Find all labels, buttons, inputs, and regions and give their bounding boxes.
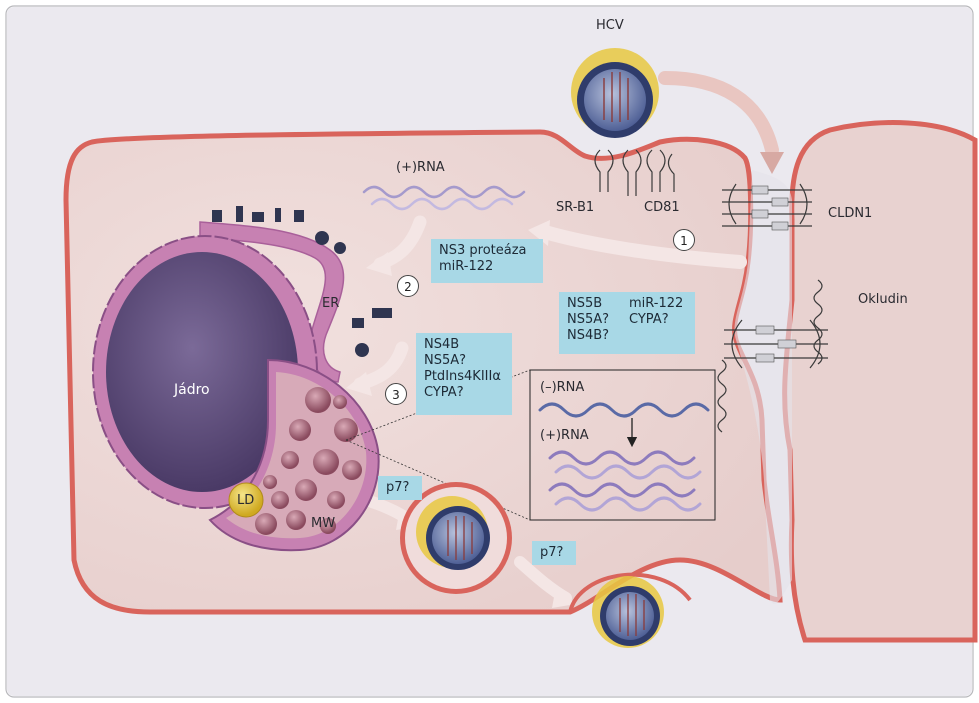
- info-box-p7-b: p7?: [532, 541, 576, 565]
- label-ld: LD: [237, 493, 255, 508]
- step-1-marker: 1: [673, 229, 695, 251]
- ns5b-line-1: NS5B: [567, 296, 603, 311]
- arrow-step-2-head: [366, 252, 392, 276]
- mir122-line-2: CYPA?: [629, 312, 669, 327]
- arrow-exit-2-head: [552, 586, 576, 608]
- incoming-rna-strand: [362, 185, 526, 211]
- virion-released: [568, 572, 692, 648]
- mir122-line-1: miR-122: [629, 296, 684, 311]
- label-hcv: HCV: [596, 18, 624, 33]
- info-box-ns3: NS3 proteáza miR-122: [431, 239, 543, 283]
- neighbour-cell: [782, 120, 978, 643]
- info-box-ns5b: NS5B NS5A? NS4B? miR-122 CYPA?: [559, 292, 695, 354]
- ns4b-line-2: NS5A?: [424, 353, 467, 368]
- label-rna-plus-inset: (+)RNA: [540, 428, 589, 443]
- virion-budding: [400, 482, 512, 594]
- label-cldn1: CLDN1: [828, 206, 873, 221]
- label-okludin: Okludin: [858, 292, 908, 307]
- surface-receptors: [594, 149, 675, 196]
- arrow-step-1-head: [528, 220, 550, 246]
- zoom-line-bottom: [345, 439, 531, 521]
- label-sr-b1: SR-B1: [556, 200, 595, 215]
- ns4b-line-1: NS4B: [424, 337, 460, 352]
- info-box-p7-a: p7?: [378, 476, 422, 500]
- label-cd81: CD81: [644, 200, 680, 215]
- arrow-step-1: [538, 225, 747, 269]
- label-jadro: Jádro: [174, 382, 210, 398]
- step-3-marker: 3: [385, 383, 407, 405]
- double-membrane-vesicles: [255, 387, 362, 535]
- info-box-ns4b: NS4B NS5A? PtdIns4KIIIα CYPA?: [416, 333, 512, 415]
- entry-arrow: [658, 71, 779, 157]
- step-2-marker: 2: [397, 275, 419, 297]
- ns4b-line-3: PtdIns4KIIIα: [424, 369, 501, 384]
- junction-blocks: [751, 185, 797, 363]
- rna-inset-box: [529, 369, 716, 521]
- ns4b-line-4: CYPA?: [424, 385, 464, 400]
- nucleus: [106, 252, 298, 492]
- ns3-line-2: miR-122: [439, 259, 494, 274]
- ns5b-line-3: NS4B?: [567, 328, 610, 343]
- label-er: ER: [322, 296, 340, 311]
- er-proteins: [212, 206, 392, 357]
- tight-junction-proteins: [717, 183, 828, 433]
- ns3-line-1: NS3 proteáza: [439, 243, 527, 258]
- inset-rna-strands: [538, 402, 710, 512]
- label-mw: MW: [311, 516, 336, 531]
- lipid-droplet: [228, 482, 264, 518]
- label-rna-plus-top: (+)RNA: [396, 160, 445, 175]
- entry-arrow-head: [760, 152, 784, 174]
- ns5b-line-2: NS5A?: [567, 312, 610, 327]
- junction-gap: [734, 170, 792, 604]
- arrow-step-3-head: [346, 372, 372, 396]
- label-rna-minus: (–)RNA: [540, 380, 585, 395]
- virion-entering: [571, 48, 659, 138]
